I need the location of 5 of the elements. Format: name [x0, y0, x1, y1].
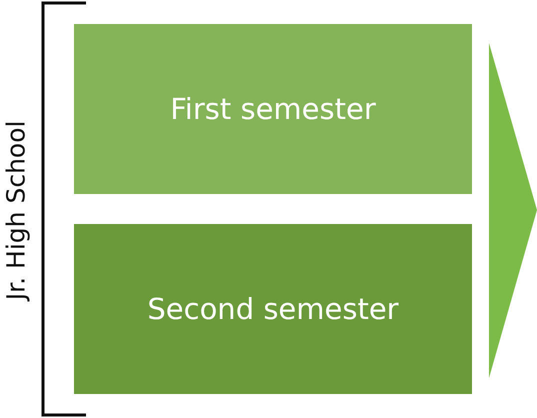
box-text: Second semester — [147, 292, 399, 326]
box-text: First semester — [170, 92, 376, 126]
bracket-label: Jr. High School — [2, 120, 32, 300]
semester-box — [74, 224, 472, 394]
semester-box — [74, 24, 472, 194]
